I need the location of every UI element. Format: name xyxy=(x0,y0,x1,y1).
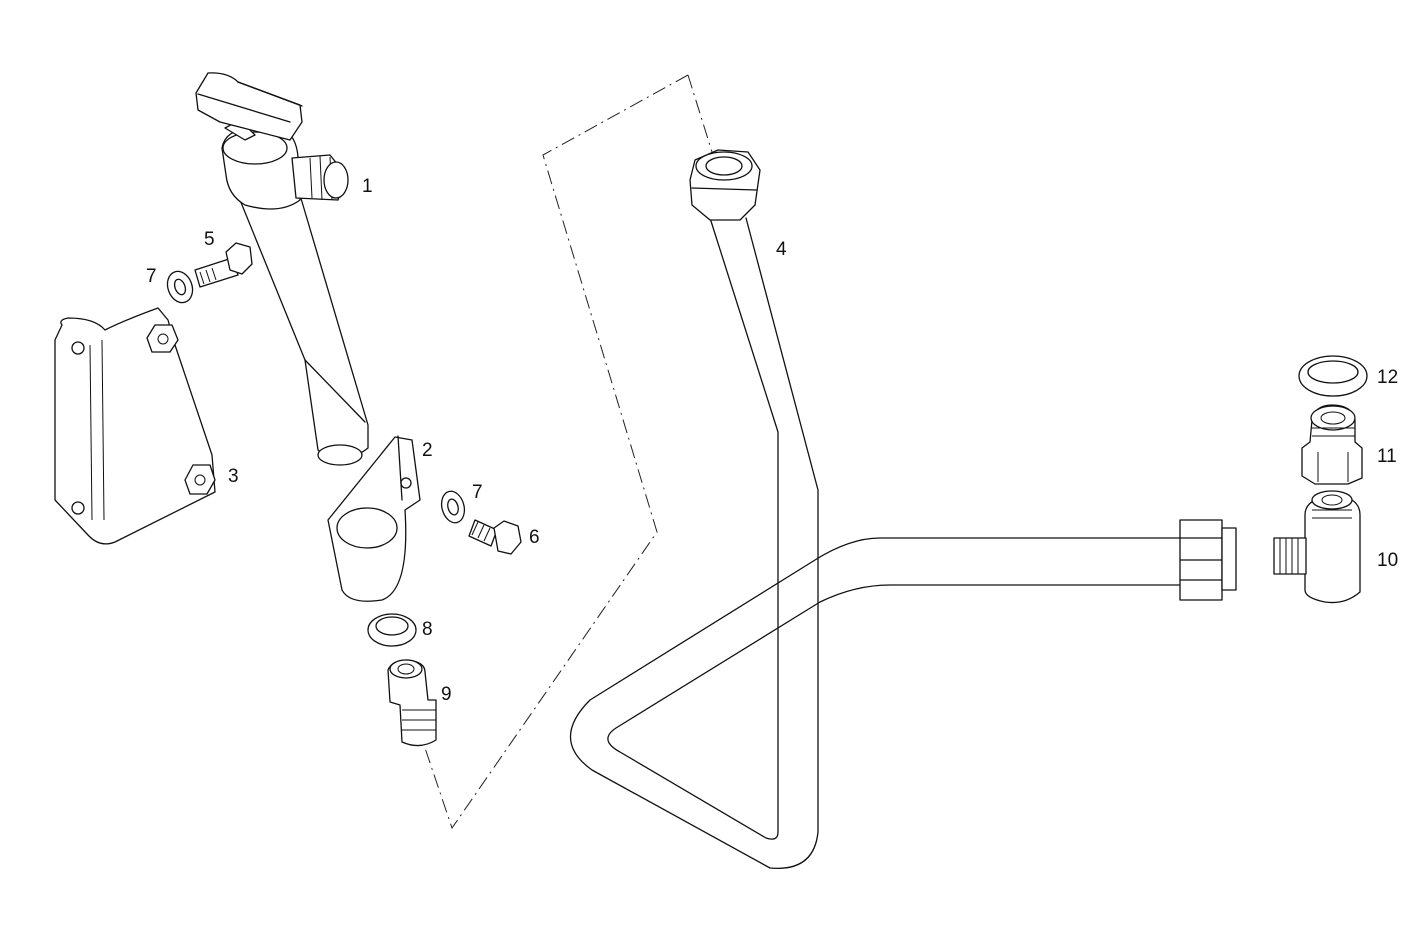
part-1-hand-pump[interactable] xyxy=(195,72,369,466)
part-7-washer-lower[interactable] xyxy=(438,489,468,526)
part-3-bracket-plate[interactable] xyxy=(54,307,216,545)
callout-9: 9 xyxy=(441,684,452,705)
callout-1: 1 xyxy=(362,176,373,197)
callout-5: 5 xyxy=(204,229,215,250)
callout-4: 4 xyxy=(776,239,787,260)
part-4-union-nut-top xyxy=(689,149,761,221)
callout-7-upper: 7 xyxy=(146,266,157,287)
part-9-adaptor-fitting[interactable] xyxy=(387,659,437,747)
callout-6: 6 xyxy=(529,527,540,548)
part-3-nut-lower xyxy=(184,464,216,495)
part-6-bolt[interactable] xyxy=(468,519,522,555)
callout-7-lower: 7 xyxy=(472,482,483,503)
assembly-centerline xyxy=(424,74,713,830)
part-5-bolt[interactable] xyxy=(194,242,253,288)
part-11-hex-adaptor[interactable] xyxy=(1301,404,1363,485)
callout-3: 3 xyxy=(228,466,239,487)
part-10-t-union[interactable] xyxy=(1273,490,1361,604)
part-3-nut-upper xyxy=(146,324,179,353)
part-4-bent-pipe[interactable] xyxy=(569,149,1237,869)
part-7-washer-upper[interactable] xyxy=(163,268,196,306)
callout-11: 11 xyxy=(1377,446,1397,467)
part-2-pipe-clamp[interactable] xyxy=(327,435,421,602)
callout-2: 2 xyxy=(422,440,433,461)
callout-12: 12 xyxy=(1377,367,1398,388)
part-4-union-nut-right xyxy=(1179,519,1237,601)
part-8-sealing-ring[interactable] xyxy=(367,613,417,647)
callout-10: 10 xyxy=(1377,550,1398,571)
part-12-sealing-ring[interactable] xyxy=(1298,355,1368,397)
callout-8: 8 xyxy=(422,619,433,640)
